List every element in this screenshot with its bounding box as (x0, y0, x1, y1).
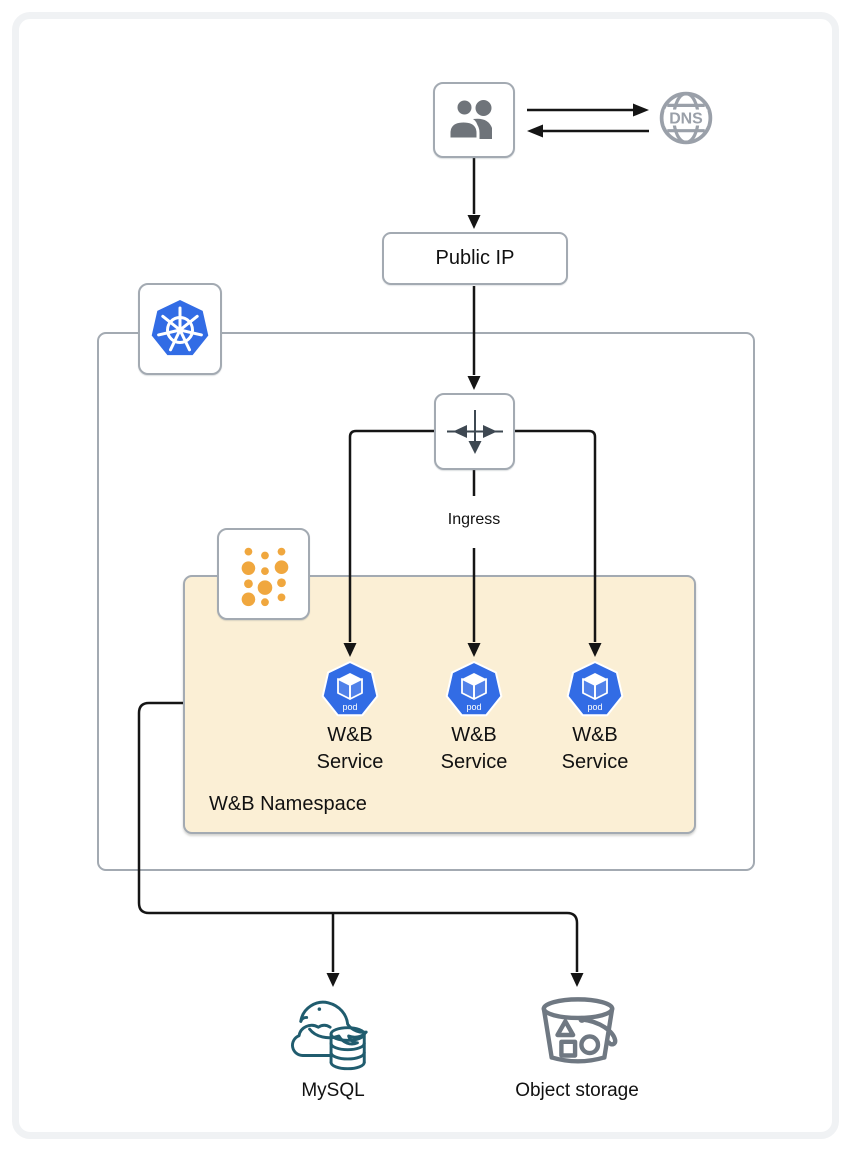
pod-node: pod (443, 661, 505, 719)
pod-icon: pod (319, 661, 381, 719)
pod-label: W&B Service (561, 724, 629, 773)
kubernetes-node (138, 283, 222, 375)
pod-icon: pod (443, 661, 505, 719)
kubernetes-logo-icon (148, 297, 212, 361)
public-ip-node: Public IP (382, 232, 568, 285)
dns-globe-icon: DNS (656, 88, 716, 148)
mysql-label: MySQL (301, 1080, 365, 1101)
pod-badge: pod (342, 702, 357, 712)
pod-icon: pod (564, 661, 626, 719)
dns-label: DNS (669, 111, 703, 128)
ingress-node (434, 393, 515, 470)
object-storage-label: Object storage (515, 1080, 639, 1101)
ingress-icon (445, 404, 505, 460)
pod-badge: pod (466, 702, 481, 712)
bucket-icon (535, 994, 621, 1076)
outer-frame (12, 12, 839, 1139)
mysql-icon (289, 995, 379, 1077)
pod-label: W&B Service (316, 724, 384, 773)
object-storage-node (535, 994, 621, 1076)
ingress-label: Ingress (447, 511, 501, 528)
pod-node: pod (319, 661, 381, 719)
mysql-node (289, 995, 379, 1077)
pod-label: W&B Service (440, 724, 508, 773)
wb-namespace-label: W&B Namespace (209, 793, 367, 815)
users-node (433, 82, 515, 158)
users-icon (446, 95, 502, 145)
namespace-node (217, 528, 310, 620)
pod-node: pod (564, 661, 626, 719)
public-ip-label: Public IP (435, 247, 515, 269)
namespace-dots-icon (229, 539, 299, 609)
dns-node: DNS (656, 88, 716, 148)
pod-badge: pod (587, 702, 602, 712)
